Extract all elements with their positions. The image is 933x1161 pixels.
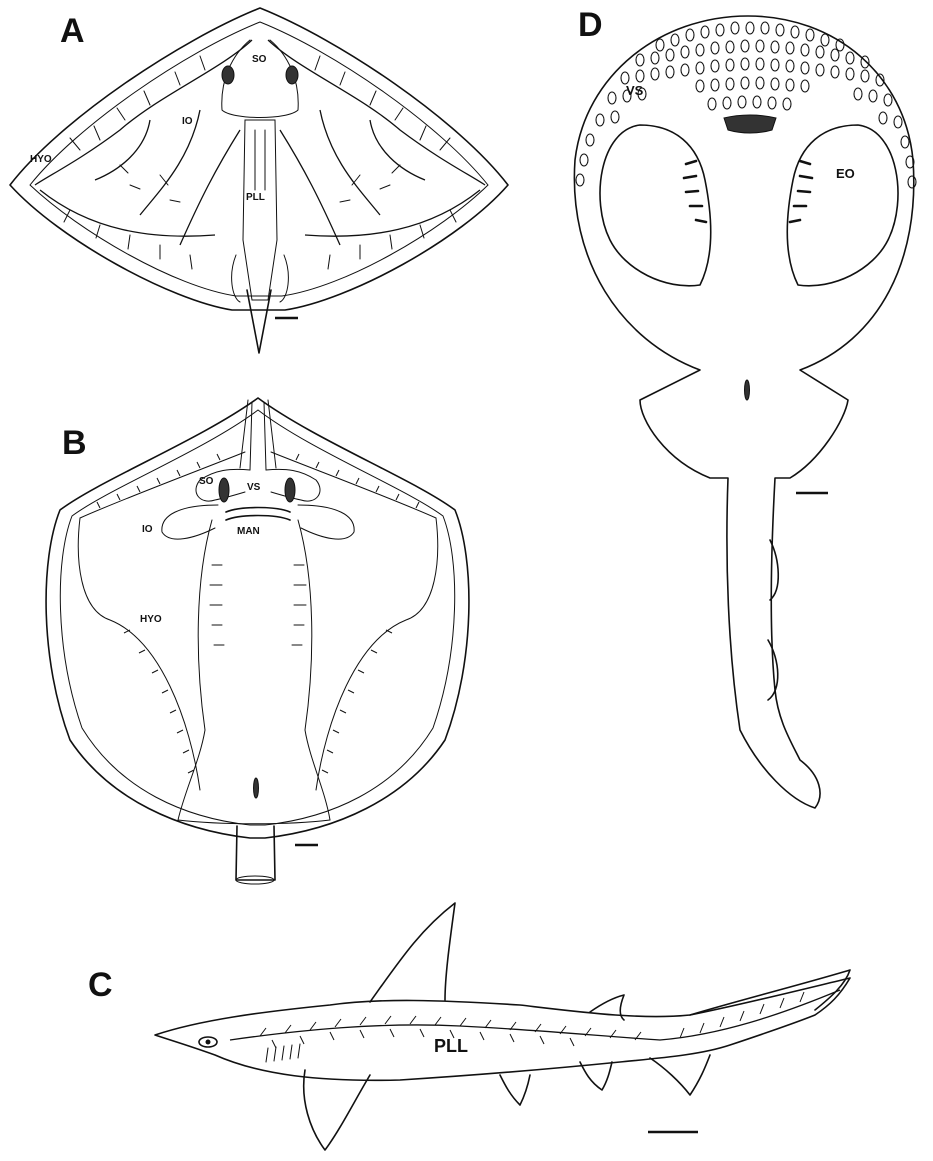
panel-c-lateral-line-tubules [260,992,804,1048]
panel-a-right-eye [286,66,298,84]
panel-b: B SO VS IO MAN HYO [46,398,469,884]
panel-c-first-dorsal-fin [370,903,455,1002]
panel-b-disc-margin [60,410,454,825]
panel-d-label-eo: EO [836,166,855,181]
panel-b-label-so: SO [199,476,214,487]
panel-c-pupil [206,1040,211,1045]
panel-b-label-man: MAN [237,526,260,537]
panel-a-label-io: IO [182,116,193,127]
panel-a-trunk [243,120,277,300]
panel-b-trunk [178,520,330,824]
panel-b-hyo-canal-right [271,452,438,790]
panel-a-left-eye [222,66,234,84]
panel-b-disc-outline [46,398,469,838]
panel-c-caudal-fin [690,970,850,1015]
panel-a-letter: A [60,12,85,50]
panel-b-letter: B [62,424,87,462]
panel-b-mouth [226,508,290,521]
panel-d-cloaca [745,380,750,400]
panel-b-gill-slits [210,565,306,645]
panel-b-io-loop-left [162,505,218,539]
panel-b-right-spiracle [285,478,295,502]
panel-a-label-hyo: HYO [30,154,52,165]
panel-c-second-dorsal-fin [590,995,624,1020]
panel-a: A SO IO [10,8,508,353]
panel-b-tail [236,826,275,880]
panel-c-body-outline [155,978,850,1080]
panel-d-letter: D [578,6,603,44]
panel-c-label-pll: PLL [434,1036,468,1056]
panel-c-letter: C [88,966,113,1004]
panel-b-io-loop-right [298,505,354,539]
panel-c-lateral-line [230,990,840,1040]
panel-d-label-vs: VS [626,83,644,98]
panel-b-cloaca [254,778,259,798]
panel-b-left-spiracle [219,478,229,502]
panel-c-pelvic-fin [500,1075,530,1105]
panel-c-gill-slits [266,1044,300,1062]
panel-d-disc-outline [574,16,913,808]
panel-a-label-so: SO [252,54,267,65]
panel-b-label-vs: VS [247,482,261,493]
panel-d-ventral-pores [576,22,916,188]
panel-a-tail [247,290,271,353]
panel-a-pelvic-fins [232,255,289,302]
panel-d: D VS EO [574,6,916,808]
panel-a-label-pll: PLL [246,192,265,203]
panel-c-lower-caudal-lobe [650,1055,710,1095]
panel-c: C PLL [88,903,850,1150]
panel-c-pectoral-fin [304,1070,370,1150]
panel-a-canal-network [35,40,485,245]
panel-d-mouth [724,115,776,133]
panel-b-label-io: IO [142,524,153,535]
panel-a-canal-branches [64,56,456,269]
panel-b-label-hyo: HYO [140,614,162,625]
